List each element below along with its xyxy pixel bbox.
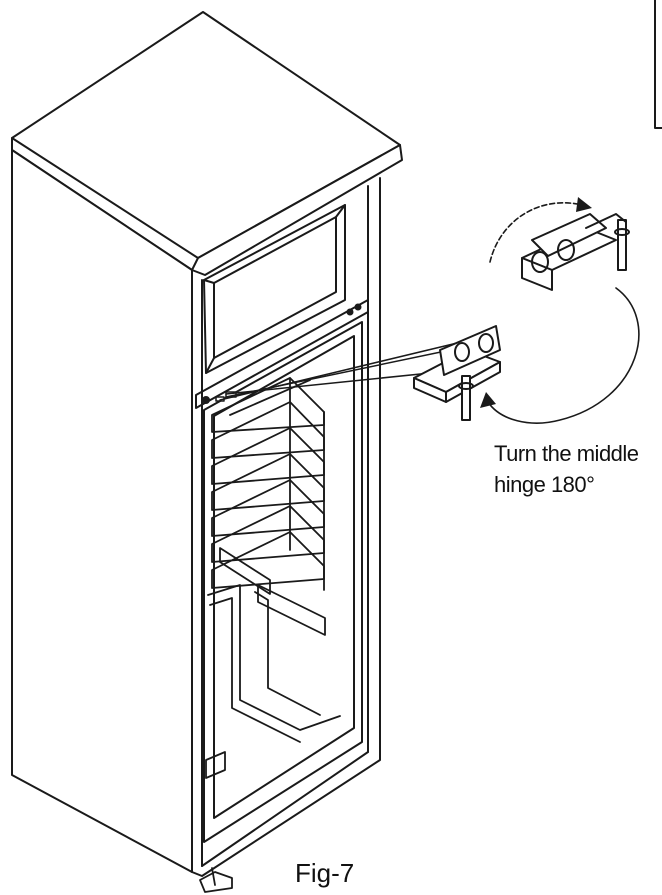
cabinet-side-panel [11,149,193,873]
cabinet-top-lip [191,144,403,276]
figure-label: Fig-7 [295,858,355,888]
middle-hinge-rotated [521,213,630,291]
annotation-line-2: hinge 180° [494,472,595,497]
annotation-line-1: Turn the middle [494,441,639,466]
door-shelves [211,377,325,591]
refrigerator-cabinet [11,11,403,893]
freezer-compartment [203,204,346,374]
fridge-compartment [203,321,363,843]
rotation-arrows [480,197,640,424]
bottom-hinge-foot [199,867,233,893]
middle-divider [195,299,369,409]
leader-lines [219,337,479,401]
middle-hinge-installed [413,325,501,421]
cabinet-front-frame [191,177,381,877]
crisper-frame [205,547,341,779]
corner-frame [654,0,662,129]
